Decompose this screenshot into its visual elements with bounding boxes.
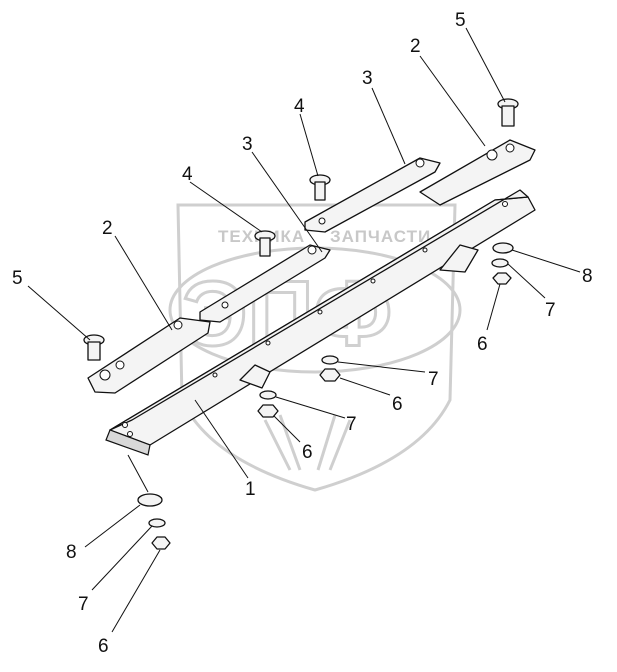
callout-7-low: 7	[346, 414, 357, 435]
callout-6-right: 6	[477, 334, 488, 355]
callout-7-center: 7	[428, 369, 439, 390]
callout-6-left: 6	[98, 636, 109, 657]
part-2-plate-right	[419, 139, 536, 206]
part-5-bolt-left	[83, 334, 105, 361]
callout-2-top: 2	[410, 36, 421, 57]
callout-8-right: 8	[582, 266, 593, 287]
callout-1: 1	[245, 479, 256, 500]
center-washer-nut-stack	[319, 355, 341, 382]
callout-5-left: 5	[12, 268, 23, 289]
part-2-plate-left	[87, 317, 211, 394]
part-3-strip-top	[304, 157, 441, 233]
part-1-channel-rail	[105, 189, 536, 456]
part-4-bolt-top	[309, 174, 331, 201]
callout-4-mid: 4	[182, 164, 193, 185]
callout-7-right: 7	[545, 300, 556, 321]
callout-8-left: 8	[66, 542, 77, 563]
lower-washer-nut-stack	[257, 390, 279, 418]
leader-lines	[27, 27, 581, 633]
watermark-text-right: ЗАПЧАСТИ	[330, 227, 431, 246]
part-3-strip-mid	[199, 244, 331, 323]
callout-6-low: 6	[302, 442, 313, 463]
callout-4-top: 4	[294, 96, 305, 117]
callout-6-center: 6	[392, 394, 403, 415]
left-washer-nut-stack	[137, 493, 171, 550]
watermark-shield	[176, 203, 457, 492]
callout-5-top: 5	[455, 10, 466, 31]
callout-7-left: 7	[78, 594, 89, 615]
callout-3-top: 3	[362, 68, 373, 89]
part-5-bolt-top	[497, 98, 519, 127]
callout-3-mid: 3	[242, 134, 253, 155]
callout-labels: 5 2 3 4 3 4 2 5 8 7 6 7 6 7 6 1 8 7 6	[12, 10, 593, 657]
wheat-icon	[263, 414, 352, 471]
right-washer-nut-stack	[491, 242, 514, 285]
part-4-bolt-mid	[254, 230, 276, 257]
callout-2-left: 2	[102, 218, 113, 239]
